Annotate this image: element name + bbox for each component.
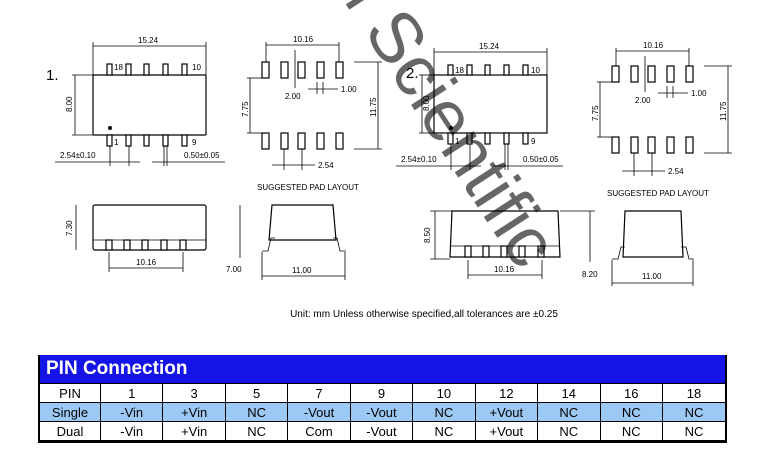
drawing-1: 1. 15.24 18 10 1 9 8.00 2.54±0.10 0.50±0… [46,35,382,280]
table-cell: 3 [162,383,226,403]
pad-layout: 10.16 2.00 1.00 7.75 11.75 2.54 SUGGESTE… [241,35,382,192]
table-cell: NC [661,402,725,422]
dim-pin-pitch: 2.54±0.10 [60,151,96,160]
table-cell: NC [537,421,601,441]
dim-pad-span: 10.16 [643,41,664,50]
pin-1-label: 1 [114,138,119,147]
dim-pad-length: 2.00 [635,96,651,105]
pin-10-label: 10 [531,66,540,75]
dim-side-span: 10.16 [136,258,157,267]
drawing-label: 1. [46,67,59,84]
top-view: 15.24 18 10 1 9 8.00 2.54±0.10 0.50±0.05 [396,42,563,170]
table-cell: 1 [99,383,164,403]
table-cell: -Vout [287,402,351,422]
table-row-dual: Dual -Vin +Vin NC Com -Vout NC +Vout NC … [40,421,725,441]
table-cell: -Vin [99,402,164,422]
table-cell: Dual [40,421,101,441]
table-cell: -Vout [349,402,414,422]
table-cell: +Vin [162,421,226,441]
dim-seat: 7.00 [226,265,242,274]
table-cell: 7 [287,383,351,403]
dim-side-height: 7.30 [65,220,74,236]
dim-width: 15.24 [138,36,159,45]
dim-side-width: 11.00 [292,266,312,275]
table-cell: 9 [349,383,414,403]
table-cell: PIN [40,383,101,403]
dim-pad-length: 2.00 [285,92,301,101]
dim-pad-width: 1.00 [341,85,357,94]
pad-layout-caption: SUGGESTED PAD LAYOUT [257,183,359,192]
table-cell: Single [40,402,101,422]
mechanical-drawings: 1. 15.24 18 10 1 9 8.00 2.54±0.10 0.50±0… [46,35,732,286]
pin-1-label: 1 [455,137,460,146]
pin-connection-table: PIN Connection PIN 1 3 5 7 9 10 12 14 16… [38,355,727,443]
dim-pad-width: 1.00 [691,89,707,98]
pad-layout-caption: SUGGESTED PAD LAYOUT [607,189,709,198]
pin-18-label: 18 [455,66,464,75]
table-header-row: PIN 1 3 5 7 9 10 12 14 16 18 [40,383,725,403]
dim-height: 8.00 [422,95,431,111]
table-cell: 12 [474,383,539,403]
dim-height: 8.00 [65,96,74,112]
pin-9-label: 9 [531,137,536,146]
table-cell: NC [537,402,601,422]
table-cell: 14 [537,383,601,403]
table-cell: -Vin [99,421,164,441]
pin-9-label: 9 [192,138,197,147]
dim-pad-outer: 11.75 [719,101,728,121]
dim-pad-pitch: 2.54 [318,161,334,170]
dim-pad-outer: 11.75 [369,97,378,117]
table-cell: Com [287,421,351,441]
dim-side-height: 8.50 [423,227,432,243]
table-cell: NC [412,402,476,422]
drawing-label: 2. [406,65,419,82]
table-cell: NC [412,421,476,441]
table-cell: +Vout [474,421,539,441]
dim-pad-inner: 7.75 [241,101,250,117]
dim-pin-width: 0.50±0.05 [184,151,220,160]
top-view: 15.24 18 10 1 9 8.00 2.54±0.10 0.50±0.05 [55,36,225,166]
table-row-single: Single -Vin +Vin NC -Vout -Vout NC +Vout… [40,402,725,422]
table-cell: 5 [224,383,289,403]
table-cell: NC [224,402,289,422]
pin-10-label: 10 [192,63,201,72]
dim-pad-inner: 7.75 [591,105,600,121]
dim-pad-pitch: 2.54 [668,167,684,176]
units-note: Unit: mm Unless otherwise specified,all … [290,309,558,320]
table-cell: NC [599,421,663,441]
table-cell: 10 [412,383,476,403]
dim-pin-width: 0.50±0.05 [523,155,559,164]
table-cell: 18 [661,383,725,403]
dim-pin-pitch: 2.54±0.10 [401,155,437,164]
table-cell: 16 [599,383,663,403]
dim-side-span: 10.16 [494,265,515,274]
side-views: 8.50 10.16 8.20 11.00 [423,210,694,286]
side-views: 7.30 10.16 7.00 11.00 [65,204,346,280]
pin-18-label: 18 [114,63,123,72]
table-title: PIN Connection [40,355,725,383]
dim-pad-span: 10.16 [293,35,314,44]
table-cell: +Vin [162,402,226,422]
dim-seat: 8.20 [582,270,598,279]
dim-width: 15.24 [479,42,500,51]
drawing-2: 2. 15.24 18 10 1 9 8.00 2.54±0.10 0.50±0… [396,41,732,286]
table-cell: +Vout [474,402,539,422]
dim-side-width: 11.00 [642,272,662,281]
table-cell: -Vout [349,421,414,441]
table-cell: NC [661,421,725,441]
table-cell: NC [224,421,289,441]
table-cell: NC [599,402,663,422]
pad-layout: 10.16 2.00 1.00 7.75 11.75 2.54 SUGGESTE… [591,41,732,198]
